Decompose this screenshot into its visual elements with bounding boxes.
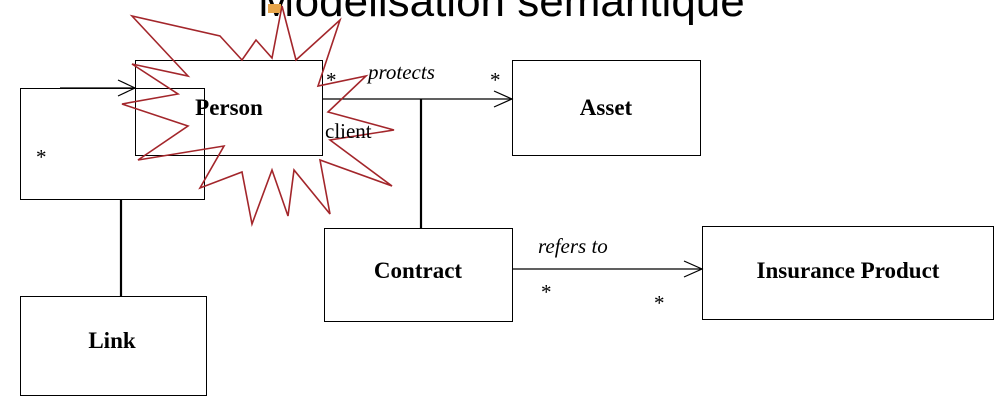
insurance-product-class-label: Insurance Product [756,258,940,283]
link-self-multiplicity: * [36,145,47,169]
contract-class-label: Contract [373,258,463,283]
refers-to-association-label: refers to [538,234,608,258]
protects-arrowhead [493,90,514,108]
contract-refers-multiplicity: * [541,280,552,304]
person-self-arrowhead [117,79,137,97]
refers-to-arrowhead [683,260,704,278]
product-refers-multiplicity: * [654,291,665,315]
highlight-burst [121,5,395,227]
client-role-label: client [325,119,372,143]
title-bullet [268,4,281,13]
asset-protects-multiplicity: * [490,68,501,92]
link-class-label: Link [88,328,136,353]
person-class-label: Person [195,95,263,120]
person-protects-multiplicity: * [326,68,337,92]
contract-class-box [324,228,513,322]
protects-association-label: protects [368,60,435,84]
asset-class-box [512,60,701,156]
asset-class-label: Asset [579,95,633,120]
